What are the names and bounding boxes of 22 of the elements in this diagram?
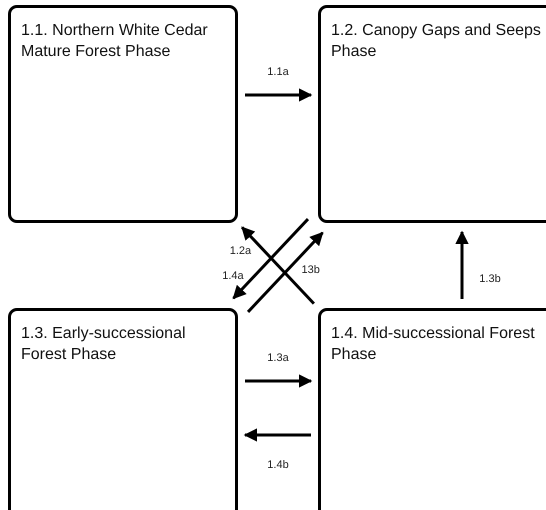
- edge-label: 13b: [300, 264, 321, 276]
- arrow: [232, 218, 310, 300]
- phase-title: 1.4. Mid-successional Forest Phase: [331, 324, 536, 365]
- arrow: [244, 428, 311, 442]
- phase-box: [8, 5, 238, 223]
- phase-box: [318, 5, 546, 223]
- edge-label: 1.3b: [478, 272, 502, 285]
- edge-label: 1.4a: [221, 270, 245, 282]
- phase-box: [8, 308, 238, 510]
- phase-title: 1.3. Early-successional Forest Phase: [21, 324, 187, 365]
- arrow: [455, 230, 469, 299]
- edge-label: 1.3a: [266, 352, 290, 364]
- edge-label: 1.2a: [228, 244, 252, 257]
- edge-label: 1.1a: [266, 66, 290, 78]
- phase-box: [318, 308, 546, 510]
- arrow: [246, 232, 324, 313]
- arrow: [245, 88, 312, 102]
- arrow: [245, 374, 312, 388]
- phase-title: 1.2. Canopy Gaps and Seeps Phase: [331, 21, 542, 62]
- edge-label: 1.4b: [266, 459, 290, 471]
- phase-title: 1.1. Northern White Cedar Mature Forest Phase: [21, 21, 209, 62]
- arrow: [241, 226, 315, 305]
